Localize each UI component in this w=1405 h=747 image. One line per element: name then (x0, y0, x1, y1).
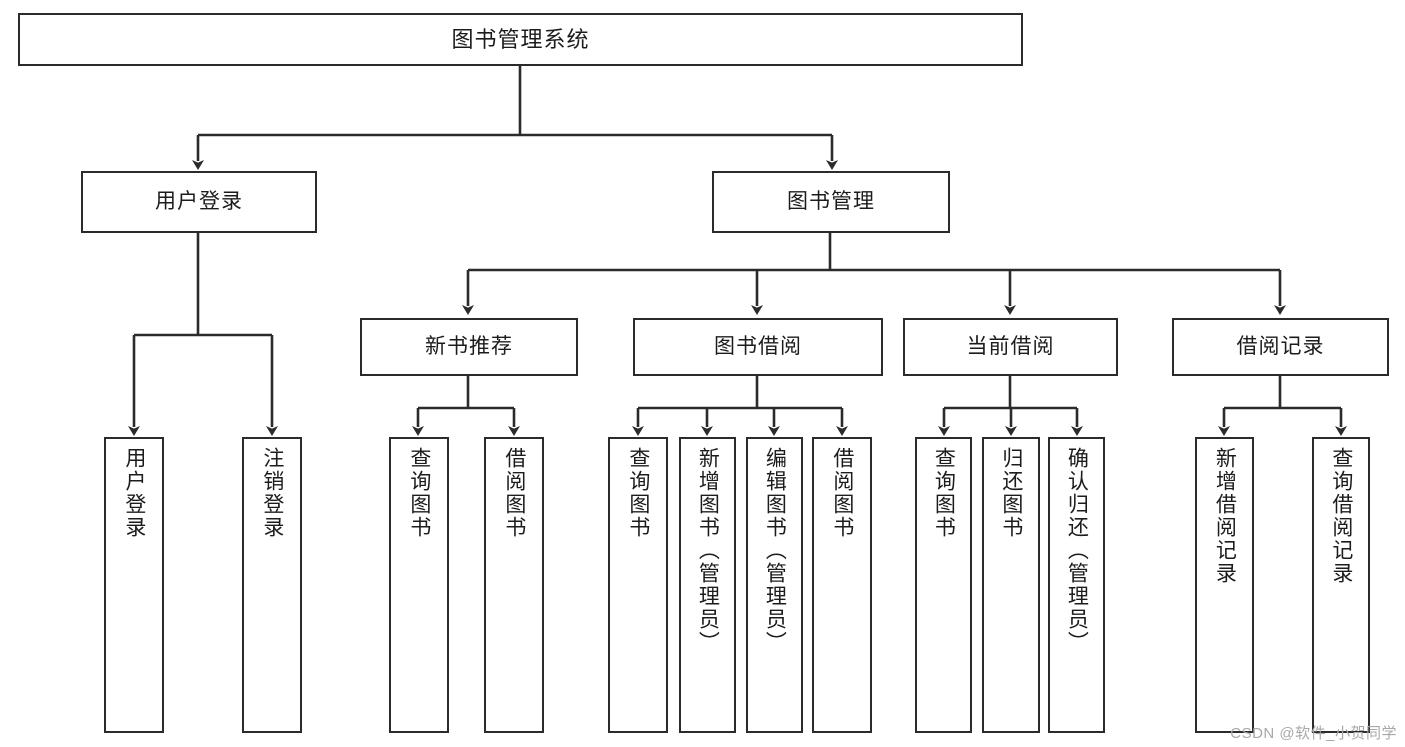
node-root-label: 图书管理系统 (451, 26, 590, 52)
leaf-query-borrow-record[interactable]: 查询借阅记录 (1312, 437, 1370, 733)
leaf-return-book[interactable]: 归还图书 (982, 437, 1040, 733)
leaf-query-book-borrow[interactable]: 查询图书 (608, 437, 668, 733)
leaf-edit-book-admin[interactable]: 编辑图书（管理员） (746, 437, 803, 733)
leaf-query-book-current[interactable]: 查询图书 (915, 437, 972, 733)
leaf-query-book-borrow-label: 查询图书 (626, 447, 650, 539)
leaf-borrow-book[interactable]: 借阅图书 (812, 437, 872, 733)
leaf-user-login[interactable]: 用户登录 (104, 437, 164, 733)
node-borrow-record[interactable]: 借阅记录 (1172, 318, 1389, 376)
node-book-borrow-label: 图书借阅 (714, 334, 802, 358)
leaf-query-borrow-record-label: 查询借阅记录 (1329, 447, 1353, 585)
node-borrow-record-label: 借阅记录 (1236, 334, 1325, 358)
leaf-query-book-recommend[interactable]: 查询图书 (389, 437, 449, 733)
node-new-book-recommend-label: 新书推荐 (425, 334, 513, 358)
leaf-add-borrow-record[interactable]: 新增借阅记录 (1195, 437, 1254, 733)
leaf-borrow-book-recommend[interactable]: 借阅图书 (484, 437, 544, 733)
node-root[interactable]: 图书管理系统 (18, 13, 1023, 66)
leaf-user-login-label: 用户登录 (122, 447, 146, 539)
leaf-borrow-book-recommend-label: 借阅图书 (502, 447, 526, 539)
node-current-borrow-label: 当前借阅 (966, 334, 1055, 358)
leaf-confirm-return-admin[interactable]: 确认归还（管理员） (1048, 437, 1105, 733)
leaf-query-book-current-label: 查询图书 (932, 447, 956, 539)
watermark: CSDN @软件_小贺同学 (1230, 725, 1397, 742)
leaf-borrow-book-label: 借阅图书 (830, 447, 854, 539)
leaf-return-book-label: 归还图书 (999, 447, 1023, 539)
node-user-login[interactable]: 用户登录 (81, 171, 317, 233)
leaf-query-book-recommend-label: 查询图书 (407, 447, 431, 539)
node-user-login-label: 用户登录 (155, 189, 243, 213)
node-book-borrow[interactable]: 图书借阅 (633, 318, 883, 376)
leaf-logout[interactable]: 注销登录 (242, 437, 302, 733)
leaf-logout-label: 注销登录 (260, 447, 284, 539)
leaf-add-book-admin[interactable]: 新增图书（管理员） (679, 437, 736, 733)
leaf-edit-book-admin-label: 编辑图书（管理员） (763, 447, 787, 654)
node-book-management-label: 图书管理 (787, 189, 875, 213)
leaf-add-borrow-record-label: 新增借阅记录 (1213, 447, 1237, 585)
leaf-add-book-admin-label: 新增图书（管理员） (696, 447, 720, 654)
node-current-borrow[interactable]: 当前借阅 (903, 318, 1118, 376)
node-book-management[interactable]: 图书管理 (712, 171, 950, 233)
node-new-book-recommend[interactable]: 新书推荐 (360, 318, 578, 376)
leaf-confirm-return-admin-label: 确认归还（管理员） (1065, 447, 1089, 654)
